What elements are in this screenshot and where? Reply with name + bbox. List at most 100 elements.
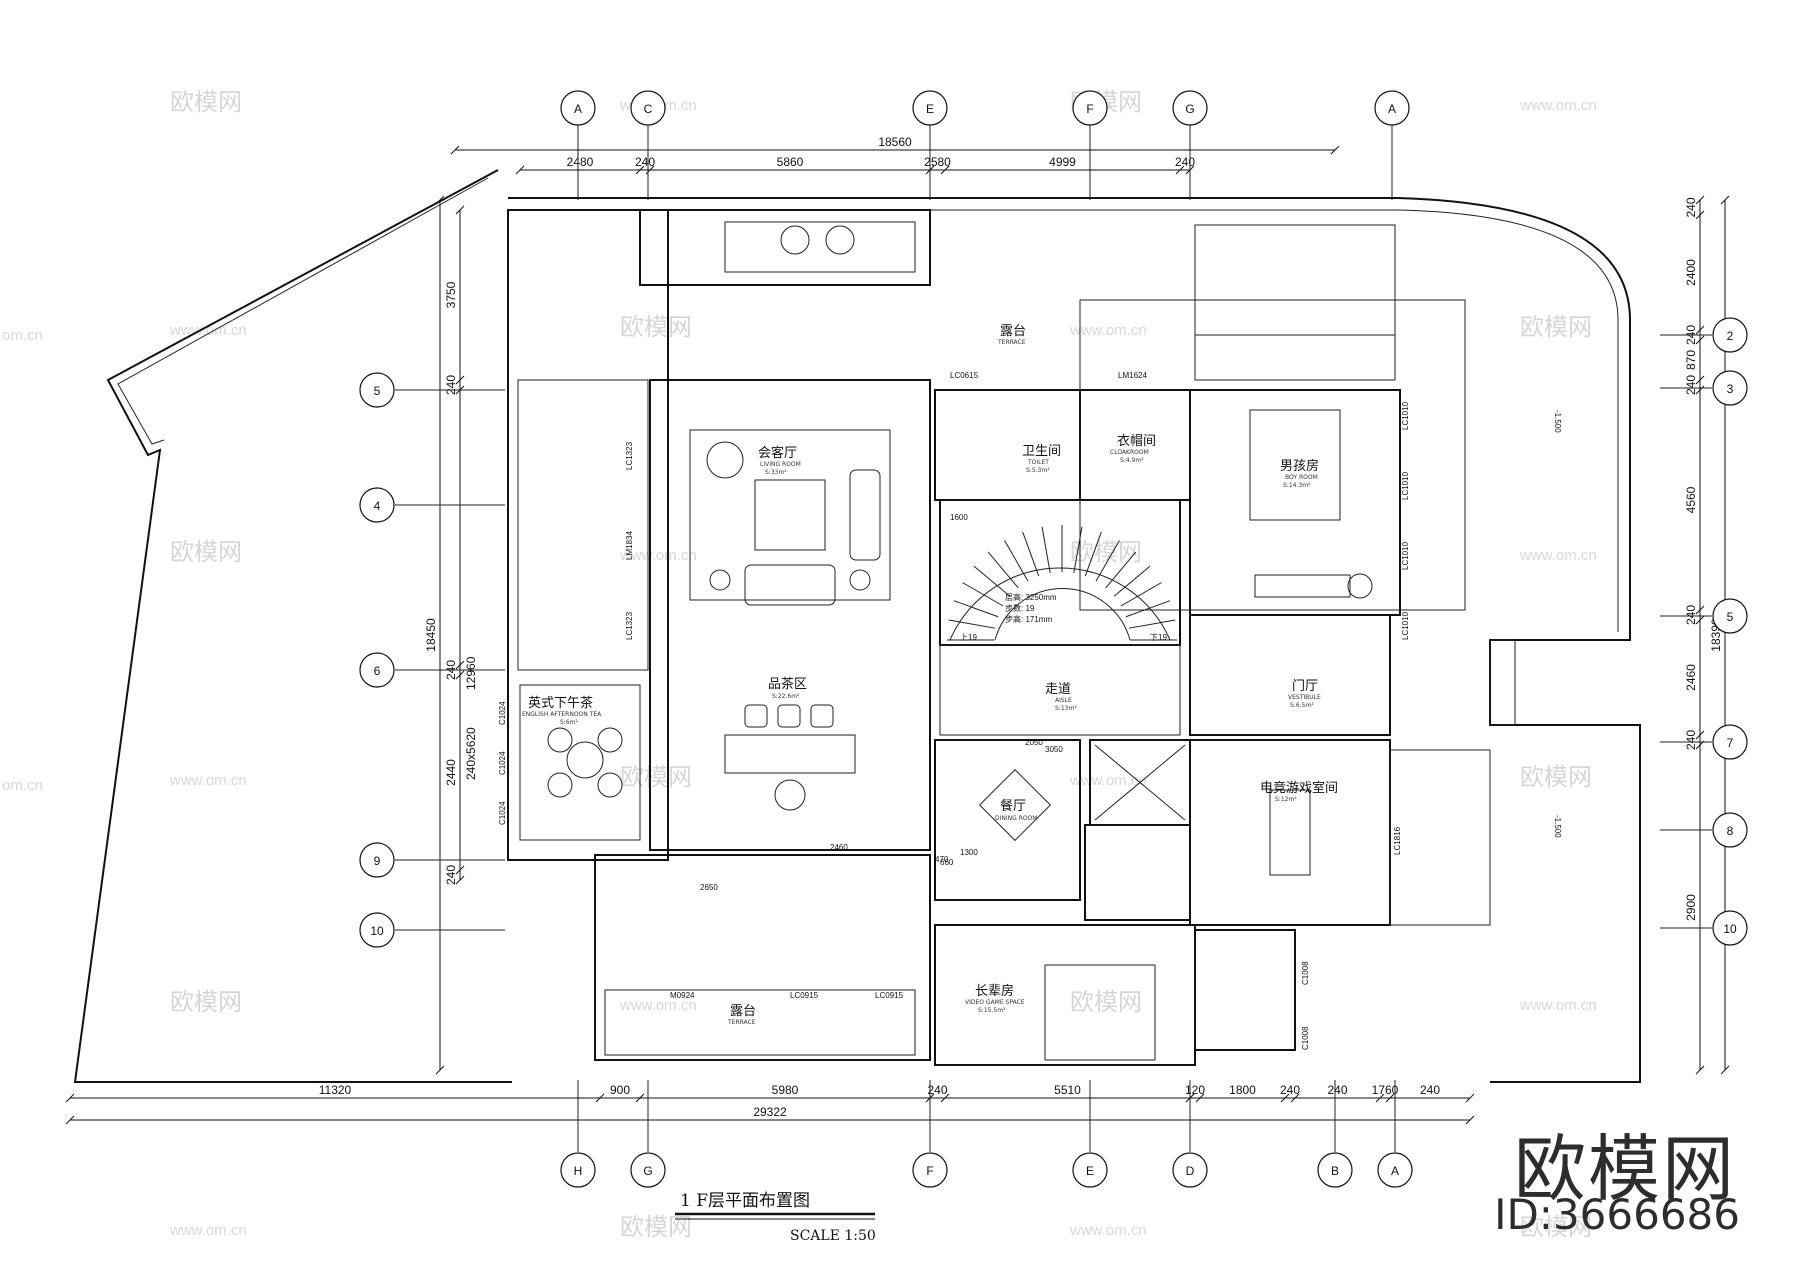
dim-right-tick xyxy=(1695,385,1705,395)
watermark: www.om.cn xyxy=(1069,1222,1147,1239)
dim-top-total-tick xyxy=(1330,145,1340,155)
axis-top-bubble xyxy=(560,90,596,126)
stair-note-2: 步数: 19 xyxy=(1005,603,1035,613)
dim-right-tick xyxy=(1695,615,1705,625)
watermark: www.om.cn xyxy=(1519,97,1597,114)
dim-right-label: 2400 xyxy=(1684,259,1698,286)
room-elder: 长辈房 xyxy=(975,983,1014,999)
stair-tread xyxy=(1120,582,1162,607)
stair-tread xyxy=(987,551,1019,589)
room-boy: 男孩房 xyxy=(1280,458,1319,474)
axis-bottom-bubble-label: E xyxy=(1086,1164,1094,1178)
english-tea-chair-2 xyxy=(597,727,623,753)
axis-top-bubble xyxy=(630,90,666,126)
bottom-left-block xyxy=(594,854,931,1061)
dim-top-tick xyxy=(940,165,950,175)
dim-bottom-label: 5510 xyxy=(1054,1083,1081,1097)
terrace-right-dash xyxy=(1079,299,1466,611)
side-table-1 xyxy=(709,569,731,591)
door-code: LC1323 xyxy=(625,441,634,470)
dim-bottom-total-label: 29322 xyxy=(753,1105,787,1119)
svg-text:S:6.5m²: S:6.5m² xyxy=(1290,702,1314,709)
inner-dim: 1300 xyxy=(960,848,978,857)
axis-top-bubble-label: C xyxy=(644,102,653,116)
svg-text:S:12m²: S:12m² xyxy=(1275,796,1297,803)
game-room-block xyxy=(1189,739,1391,926)
dim-left-label: 3750 xyxy=(444,281,458,308)
watermark: www.om.cn xyxy=(169,322,247,339)
foyer-block xyxy=(1189,614,1391,736)
dim-right-label: 4560 xyxy=(1684,486,1698,513)
watermark: www.om.cn xyxy=(1519,997,1597,1014)
dim-bottom-tick xyxy=(1375,1093,1385,1103)
axis-top-bubble-label: F xyxy=(1086,102,1093,116)
watermark: 欧模网 xyxy=(170,538,242,566)
watermark: www.om.cn xyxy=(169,1222,247,1239)
svg-text:S:6m²: S:6m² xyxy=(560,719,578,726)
dim-top-tick xyxy=(645,165,655,175)
bed xyxy=(1249,409,1341,521)
side-table-2 xyxy=(849,569,871,591)
dim-right-label: 870 xyxy=(1684,350,1698,370)
watermark: om.cn xyxy=(2,327,43,344)
dim-left-tick xyxy=(455,875,465,885)
dim-right-tick xyxy=(1695,1065,1705,1075)
terrace-right-low xyxy=(1389,749,1491,926)
dim-top-total-label: 18560 xyxy=(878,135,912,149)
watermark: 欧模网 xyxy=(1520,763,1592,791)
dim-bottom-tick xyxy=(1290,1093,1300,1103)
svg-text:S:5.3m²: S:5.3m² xyxy=(1026,467,1050,474)
stair-tread xyxy=(1113,565,1151,597)
room-toilet: 卫生间 xyxy=(1022,444,1061,459)
elevator-cross xyxy=(1094,744,1186,821)
dim-bottom-label: 240 xyxy=(1280,1083,1300,1097)
armchair xyxy=(706,441,744,479)
room-terrace-top: 露台 xyxy=(1000,324,1026,339)
dim-top-label: 5860 xyxy=(777,155,804,169)
planter-top-right xyxy=(1194,334,1396,381)
watermark: www.om.cn xyxy=(1069,772,1147,789)
axis-left-bubble-label: 5 xyxy=(374,384,381,398)
dim-right-label: 240 xyxy=(1684,605,1698,625)
left-terrace-outline xyxy=(73,169,512,1083)
watermark: 欧模网 xyxy=(620,763,692,791)
axis-right-bubble-label: 7 xyxy=(1727,736,1734,750)
door-code: LM1834 xyxy=(625,531,634,560)
axis-left-bubble-label: 6 xyxy=(374,664,381,678)
dim-right-label: 240 xyxy=(1684,730,1698,750)
door-code: C1024 xyxy=(498,801,507,825)
coffee-table xyxy=(754,479,826,551)
fan-2 xyxy=(825,225,855,255)
dim-bottom-tick xyxy=(1465,1093,1475,1103)
axis-right-bubble xyxy=(1712,724,1748,760)
game-seat xyxy=(1269,789,1311,876)
axis-right-bubble xyxy=(1712,598,1748,634)
terrace-bottom xyxy=(604,989,916,1056)
tea-chair-1 xyxy=(744,704,768,728)
room-terrace-bottom: 露台 xyxy=(730,1004,756,1019)
dim-bottom-label: 240 xyxy=(927,1083,947,1097)
axis-bottom-bubble-label: A xyxy=(1391,1164,1399,1178)
watermark: 欧模网 xyxy=(170,88,242,116)
watermark: 欧模网 xyxy=(620,313,692,341)
stair-inner-arc xyxy=(994,588,1131,641)
dim-right-label: 240 xyxy=(1684,197,1698,217)
axis-left-bubble-label: 9 xyxy=(374,854,381,868)
dim-top-label: 2480 xyxy=(567,155,594,169)
axis-top-bubble xyxy=(912,90,948,126)
stair-treads xyxy=(947,525,1177,641)
stair-tread xyxy=(1073,526,1083,574)
room-living: 会客厅 xyxy=(758,445,797,461)
svg-text:S:14.3m²: S:14.3m² xyxy=(1283,482,1311,489)
door-code: C1008 xyxy=(1301,1026,1310,1050)
dim-bottom-tick xyxy=(1195,1093,1205,1103)
room-game: 电竞游戏室间 xyxy=(1260,780,1338,796)
room-cloak: 衣帽间 xyxy=(1117,433,1156,449)
watermark: www.om.cn xyxy=(1069,322,1147,339)
dim-top-label: 240 xyxy=(635,155,655,169)
dim-right-tick xyxy=(1695,375,1705,385)
svg-text:BOY ROOM: BOY ROOM xyxy=(1285,474,1318,481)
axis-right-bubble-label: 2 xyxy=(1727,329,1734,343)
room-dining: 餐厅 xyxy=(1000,798,1026,814)
axis-bottom-bubble xyxy=(912,1152,948,1188)
